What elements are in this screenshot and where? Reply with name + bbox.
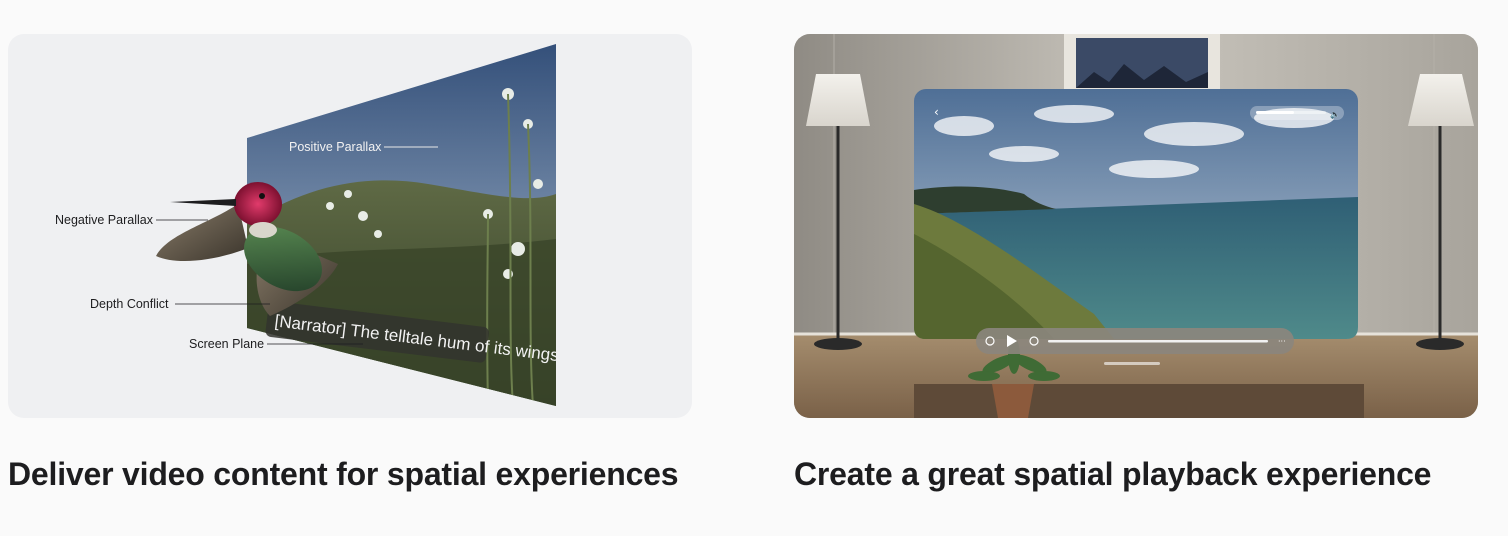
spatial-playback-card[interactable]: ‹ 🔈 ··· Create a great spatial playback …: [794, 34, 1478, 492]
card-title[interactable]: Create a great spatial playback experien…: [794, 456, 1432, 492]
screen-plane-label: Screen Plane: [189, 337, 265, 351]
more-icon: ···: [1278, 337, 1286, 346]
depth-conflict-label: Depth Conflict: [90, 297, 169, 311]
playback-controls-bar: ···: [976, 328, 1294, 354]
parallax-diagram-illustration: [Narrator] The telltale hum of its wings: [156, 44, 560, 406]
parallax-diagram-thumbnail: [Narrator] The telltale hum of its wings…: [8, 34, 692, 418]
skip-back-icon: [985, 336, 995, 346]
spatial-video-content-card[interactable]: [Narrator] The telltale hum of its wings…: [8, 34, 692, 492]
play-icon: [1007, 335, 1017, 347]
video-player-window: ‹ 🔈: [914, 89, 1358, 339]
volume-icon: 🔈: [1330, 110, 1340, 119]
living-room-illustration: ‹ 🔈 ···: [794, 34, 1478, 418]
skip-forward-icon: [1029, 336, 1039, 346]
negative-parallax-label: Negative Parallax: [55, 213, 153, 227]
hummingbird-image: [156, 182, 338, 316]
living-room-player-thumbnail: ‹ 🔈 ···: [794, 34, 1478, 418]
positive-parallax-label: Positive Parallax: [289, 140, 382, 154]
back-chevron-icon: ‹: [934, 105, 939, 119]
card-title[interactable]: Deliver video content for spatial experi…: [8, 456, 679, 492]
